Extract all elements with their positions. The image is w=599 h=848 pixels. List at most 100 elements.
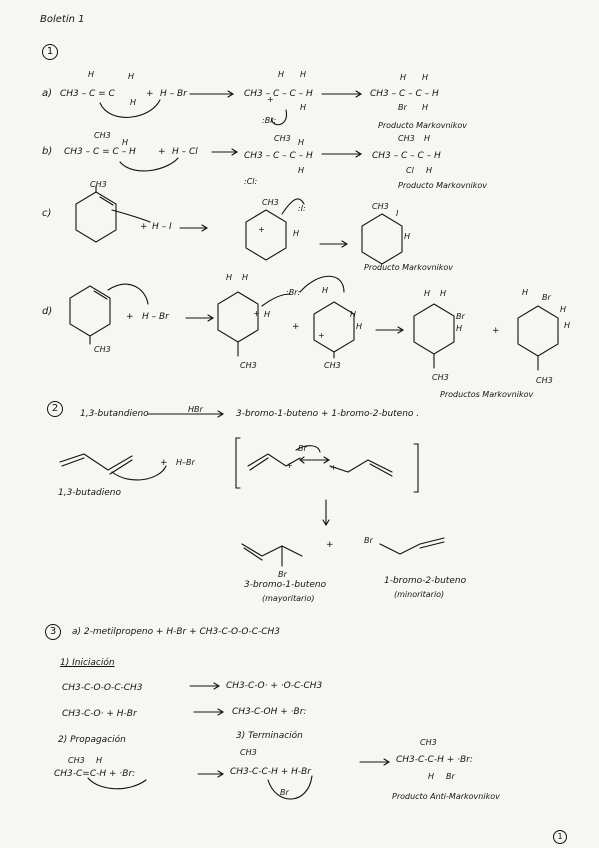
- s3-prop-ch3: CH3: [68, 756, 85, 765]
- a-int-h2: H: [300, 70, 307, 79]
- s2-prod1-br: Br: [278, 570, 287, 579]
- d-plus3: +: [492, 326, 500, 336]
- a-prod-h3: H: [422, 103, 429, 112]
- s3-right-ch3: CH3: [420, 738, 437, 747]
- d-prod1-h2: H: [440, 289, 447, 298]
- b-reagent: H – Cl: [172, 147, 198, 157]
- a-bromide: :Br:: [262, 116, 277, 125]
- c-prod-h: H: [404, 232, 411, 241]
- d-bromide: :Br:: [286, 288, 301, 297]
- section-3-number: 3: [45, 624, 61, 640]
- b-int-h1: H: [298, 138, 305, 147]
- b-prod-h2: H: [426, 166, 433, 175]
- b-reactant: CH3 – C = C – H: [64, 147, 136, 157]
- prod2-skeleton: [379, 537, 445, 555]
- s3-prop-h: H: [96, 756, 103, 765]
- a-prod-h1: H: [400, 73, 407, 82]
- s3-prop-right: CH3-C-C-H + ·Br:: [396, 755, 473, 765]
- b-h-top: H: [122, 138, 129, 147]
- s2-product1-note: (mayoritario): [262, 594, 315, 603]
- d-int2-h1: H: [322, 286, 329, 295]
- a-h-top: H: [88, 70, 95, 79]
- s3-step1: 1) Iniciación: [60, 658, 115, 668]
- item-c-label: c): [42, 208, 52, 219]
- s2-br-anion: Br: [298, 444, 307, 453]
- a-carbocation-charge: +: [267, 95, 274, 104]
- b-intermediate: CH3 – C – C – H: [244, 151, 313, 161]
- b-prod-ch3: CH3: [398, 134, 415, 143]
- d-int2-ch3: CH3: [324, 361, 341, 370]
- b-int-h2: H: [298, 166, 305, 175]
- c-int-h: H: [293, 229, 300, 238]
- page-title: Boletin 1: [40, 14, 85, 25]
- d-product-label: Productos Markovnikov: [440, 390, 534, 399]
- item-a-label: a): [42, 88, 53, 99]
- d-prod1-ch3: CH3: [432, 373, 449, 382]
- a-h-right-top: H: [128, 72, 135, 81]
- d-int1-ch3: CH3: [240, 361, 257, 370]
- d-prod2-h3: H: [564, 321, 571, 330]
- d-prod1-br: Br: [456, 312, 465, 321]
- b-curved-arrow: [119, 157, 179, 172]
- a-plus: +: [146, 89, 154, 99]
- c-iodide: :I:: [298, 204, 306, 213]
- d-prod1-h1: H: [424, 289, 431, 298]
- b-prod-h1: H: [424, 134, 431, 143]
- d-ring-product-2: [517, 305, 559, 357]
- s3-step3: 3) Terminación: [236, 731, 303, 741]
- a-int-h1: H: [278, 70, 285, 79]
- c-reagent: H – I: [152, 222, 172, 232]
- d-prod1-h3: H: [456, 324, 463, 333]
- d-int2-h3: H: [356, 322, 363, 331]
- c-prod-ch3: CH3: [372, 202, 389, 211]
- s2-product2-note: (minoritario): [394, 590, 445, 599]
- a-reactant: CH3 – C = C: [60, 89, 115, 99]
- d-prod2-h1: H: [522, 288, 529, 297]
- c-product-label: Producto Markovnikov: [364, 263, 454, 272]
- s3-right-br: Br: [446, 772, 455, 781]
- svg-text:+: +: [258, 225, 265, 234]
- d-plus2: +: [292, 322, 300, 332]
- d-ring-reactant: [69, 285, 111, 337]
- c-plus: +: [140, 222, 148, 232]
- prod1-skeleton: [241, 543, 303, 557]
- a-product-label: Producto Markovnikov: [378, 121, 468, 130]
- a-intermediate: CH3 – C – C – H: [244, 89, 313, 99]
- d-prod2-ch3: CH3: [536, 376, 553, 385]
- c-ring-product: [361, 213, 403, 265]
- s2-diene-label: 1,3-butadieno: [58, 488, 121, 498]
- s2-hbr: H–Br: [176, 458, 195, 467]
- s2-plus2: +: [326, 540, 334, 550]
- b-product-label: Producto Markovnikov: [398, 181, 488, 190]
- d-int1-h1: H: [226, 273, 233, 282]
- c-ring-intermediate: [245, 209, 287, 261]
- c-ring-reactant: [75, 191, 117, 243]
- b-ch3-top: CH3: [94, 131, 111, 140]
- s3-title: a) 2-metilpropeno + H-Br + CH3-C-O-O-C-C…: [72, 627, 281, 637]
- c-int-ch3: CH3: [262, 198, 279, 207]
- s2-plus: +: [160, 458, 168, 468]
- c-prod-i: I: [396, 209, 399, 218]
- d-int1-h3: H: [264, 310, 271, 319]
- s3-right-h: H: [428, 772, 435, 781]
- svg-text:+: +: [330, 463, 337, 472]
- s2-equation-reactant: 1,3-butandieno: [80, 409, 149, 419]
- svg-text:+: +: [253, 309, 260, 318]
- d-plus: +: [126, 312, 134, 322]
- s2-reagent: HBr: [188, 405, 203, 414]
- d-reagent: H – Br: [142, 312, 169, 322]
- s3-mid-ch3: CH3: [240, 748, 257, 757]
- a-product: CH3 – C – C – H: [370, 89, 439, 99]
- butadiene: [59, 453, 133, 471]
- s2-product2: 1-bromo-2-buteno: [384, 576, 467, 586]
- a-h-right-bottom: H: [130, 98, 137, 107]
- s3-prop-mid: CH3-C-C-H + H-Br: [230, 767, 312, 777]
- d-ch3: CH3: [94, 345, 111, 354]
- s2-products-eq: 3-bromo-1-buteno + 1-bromo-2-buteno .: [236, 409, 420, 419]
- d-ring-product-1: [413, 303, 455, 355]
- s3-product-label: Producto Anti-Markovnikov: [392, 792, 500, 801]
- svg-text:+: +: [318, 331, 325, 340]
- a-int-h3: H: [300, 103, 307, 112]
